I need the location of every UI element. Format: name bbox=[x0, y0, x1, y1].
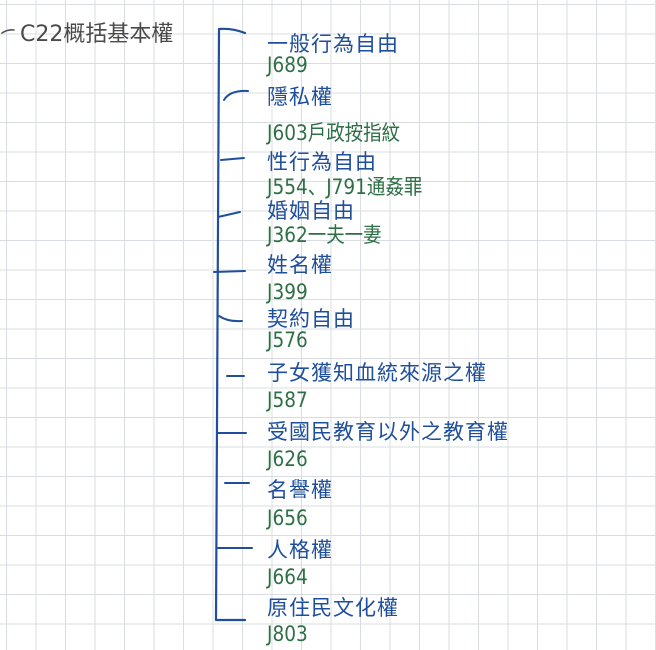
root-connector bbox=[1, 29, 15, 34]
case-ref: J576 bbox=[267, 328, 308, 352]
branch-tick bbox=[218, 315, 243, 323]
case-ref: J664 bbox=[267, 565, 308, 589]
case-ref: J587 bbox=[267, 388, 308, 412]
case-ref: J554、J791通姦罪 bbox=[267, 175, 423, 199]
branch-tick bbox=[213, 270, 246, 273]
right-name: 婚姻自由 bbox=[267, 199, 355, 223]
branch-tick bbox=[217, 211, 241, 218]
right-name: 受國民教育以外之教育權 bbox=[267, 420, 509, 444]
right-name: 性行為自由 bbox=[267, 150, 377, 174]
right-name: 人格權 bbox=[267, 538, 333, 562]
right-name: 子女獲知血統來源之權 bbox=[267, 361, 487, 385]
case-ref: J603戶政按指紋 bbox=[267, 121, 401, 145]
case-ref: J689 bbox=[267, 53, 308, 77]
case-ref: J803 bbox=[267, 622, 308, 646]
main-bracket bbox=[214, 27, 247, 622]
case-ref: J362一夫一妻 bbox=[267, 223, 382, 247]
branch-tick bbox=[220, 157, 245, 161]
branch-tick bbox=[223, 89, 249, 101]
case-ref: J656 bbox=[267, 506, 308, 530]
case-ref: J626 bbox=[267, 447, 308, 471]
root-title: C22概括基本權 bbox=[20, 22, 174, 47]
right-name: 名譽權 bbox=[267, 478, 333, 502]
right-name: 原住民文化權 bbox=[267, 596, 399, 620]
case-ref: J399 bbox=[267, 280, 308, 304]
right-name: 姓名權 bbox=[267, 253, 333, 277]
right-name: 隱私權 bbox=[267, 85, 333, 109]
right-name: 契約自由 bbox=[267, 307, 355, 331]
right-name: 一般行為自由 bbox=[267, 32, 399, 56]
